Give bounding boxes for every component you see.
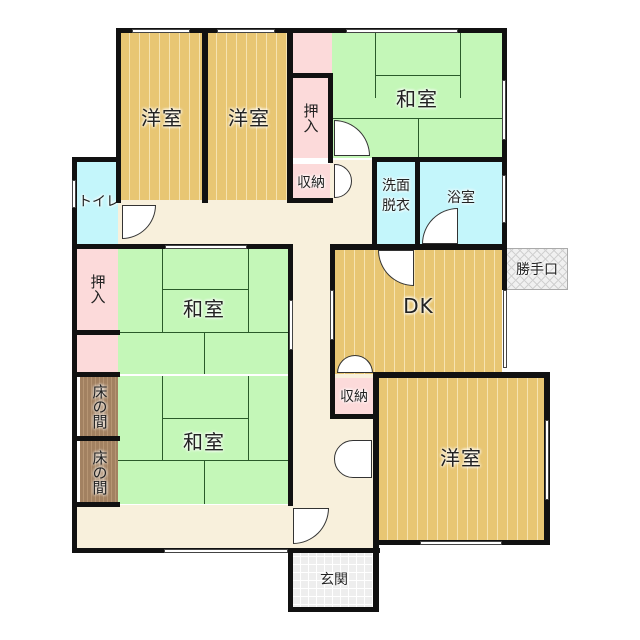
window (545, 420, 549, 500)
wall (288, 244, 293, 506)
room-label: 押入 (301, 103, 320, 133)
tatami-seam (204, 460, 205, 504)
room-label-line1: 洗面 (382, 178, 410, 194)
closet-top: 押入 (292, 78, 328, 158)
wall (72, 330, 120, 335)
wall (373, 372, 379, 612)
window (346, 29, 458, 33)
wall (373, 372, 549, 378)
tatami-seam (162, 248, 163, 332)
window (165, 245, 247, 249)
window (502, 80, 506, 140)
room-label: 洋室 (440, 445, 482, 470)
room-label-line2: 脱衣 (382, 198, 410, 214)
wall (330, 414, 378, 419)
wall (290, 73, 333, 78)
wall (288, 548, 293, 612)
tatami-seam (162, 289, 248, 290)
room-label: 和室 (183, 429, 225, 454)
window (420, 541, 502, 545)
room-label: 玄関 (320, 572, 348, 588)
wall (116, 28, 121, 203)
tatami-seam (375, 32, 376, 98)
tatami-seam (248, 248, 249, 332)
window (330, 290, 334, 340)
room-label: 浴室 (447, 190, 475, 206)
western-room-3: 洋室 (378, 378, 544, 542)
wall (328, 73, 333, 163)
window (503, 290, 507, 368)
window (132, 29, 190, 33)
tatami-seam (375, 75, 461, 76)
window (289, 300, 293, 350)
tatami-seam (418, 118, 419, 158)
wall (290, 198, 333, 203)
wall (287, 28, 293, 203)
room-label: DK (403, 294, 434, 318)
tatami-seam (460, 32, 461, 98)
door-swing[interactable] (334, 440, 372, 478)
wall (288, 607, 379, 612)
back-door-area: 勝手口 (506, 248, 568, 290)
japanese-room-bottom: 和室 (118, 376, 290, 504)
room-label: 勝手口 (516, 262, 558, 278)
wall (72, 502, 120, 507)
tatami-seam (204, 332, 205, 374)
room-label: 和室 (183, 296, 225, 321)
closet-top-strip (292, 32, 332, 74)
wall (76, 436, 120, 441)
room-label: 和室 (396, 86, 438, 111)
window (72, 180, 76, 208)
wall (415, 157, 420, 247)
dining-kitchen: DK (335, 250, 502, 374)
window (164, 549, 288, 553)
room-label: 押入 (88, 274, 107, 304)
closet-left-lower (76, 334, 118, 372)
room-label: 床の間 (90, 449, 109, 495)
tatami-seam (332, 118, 502, 119)
wall (72, 372, 120, 377)
window (217, 29, 275, 33)
room-label: トイレ (78, 193, 120, 210)
toilet: トイレ (76, 160, 120, 245)
entrance: 玄関 (292, 548, 376, 610)
window (502, 175, 506, 223)
storage-top: 収納 (292, 164, 330, 200)
room-label: 洋室 (228, 105, 270, 130)
western-room-2: 洋室 (207, 32, 291, 200)
wall (372, 157, 377, 247)
closet-left: 押入 (76, 248, 118, 330)
room-label: 収納 (340, 389, 368, 405)
tatami-seam (162, 418, 248, 419)
storage-middle: 収納 (334, 378, 374, 414)
tokonoma-2: 床の間 (80, 441, 118, 503)
tatami-seam (248, 376, 249, 460)
hallway-lower (76, 505, 376, 550)
room-label: 床の間 (90, 383, 109, 429)
wall (116, 28, 506, 33)
wall (372, 157, 507, 162)
room-label: 洋室 (141, 105, 183, 130)
room-label: 収納 (297, 175, 325, 191)
western-room-1: 洋室 (120, 32, 204, 200)
wall (202, 28, 208, 203)
wall (330, 244, 507, 250)
tokonoma-1: 床の間 (80, 376, 118, 436)
wall (72, 157, 77, 553)
washroom: 洗面 脱衣 (376, 162, 416, 244)
wall (72, 157, 120, 162)
